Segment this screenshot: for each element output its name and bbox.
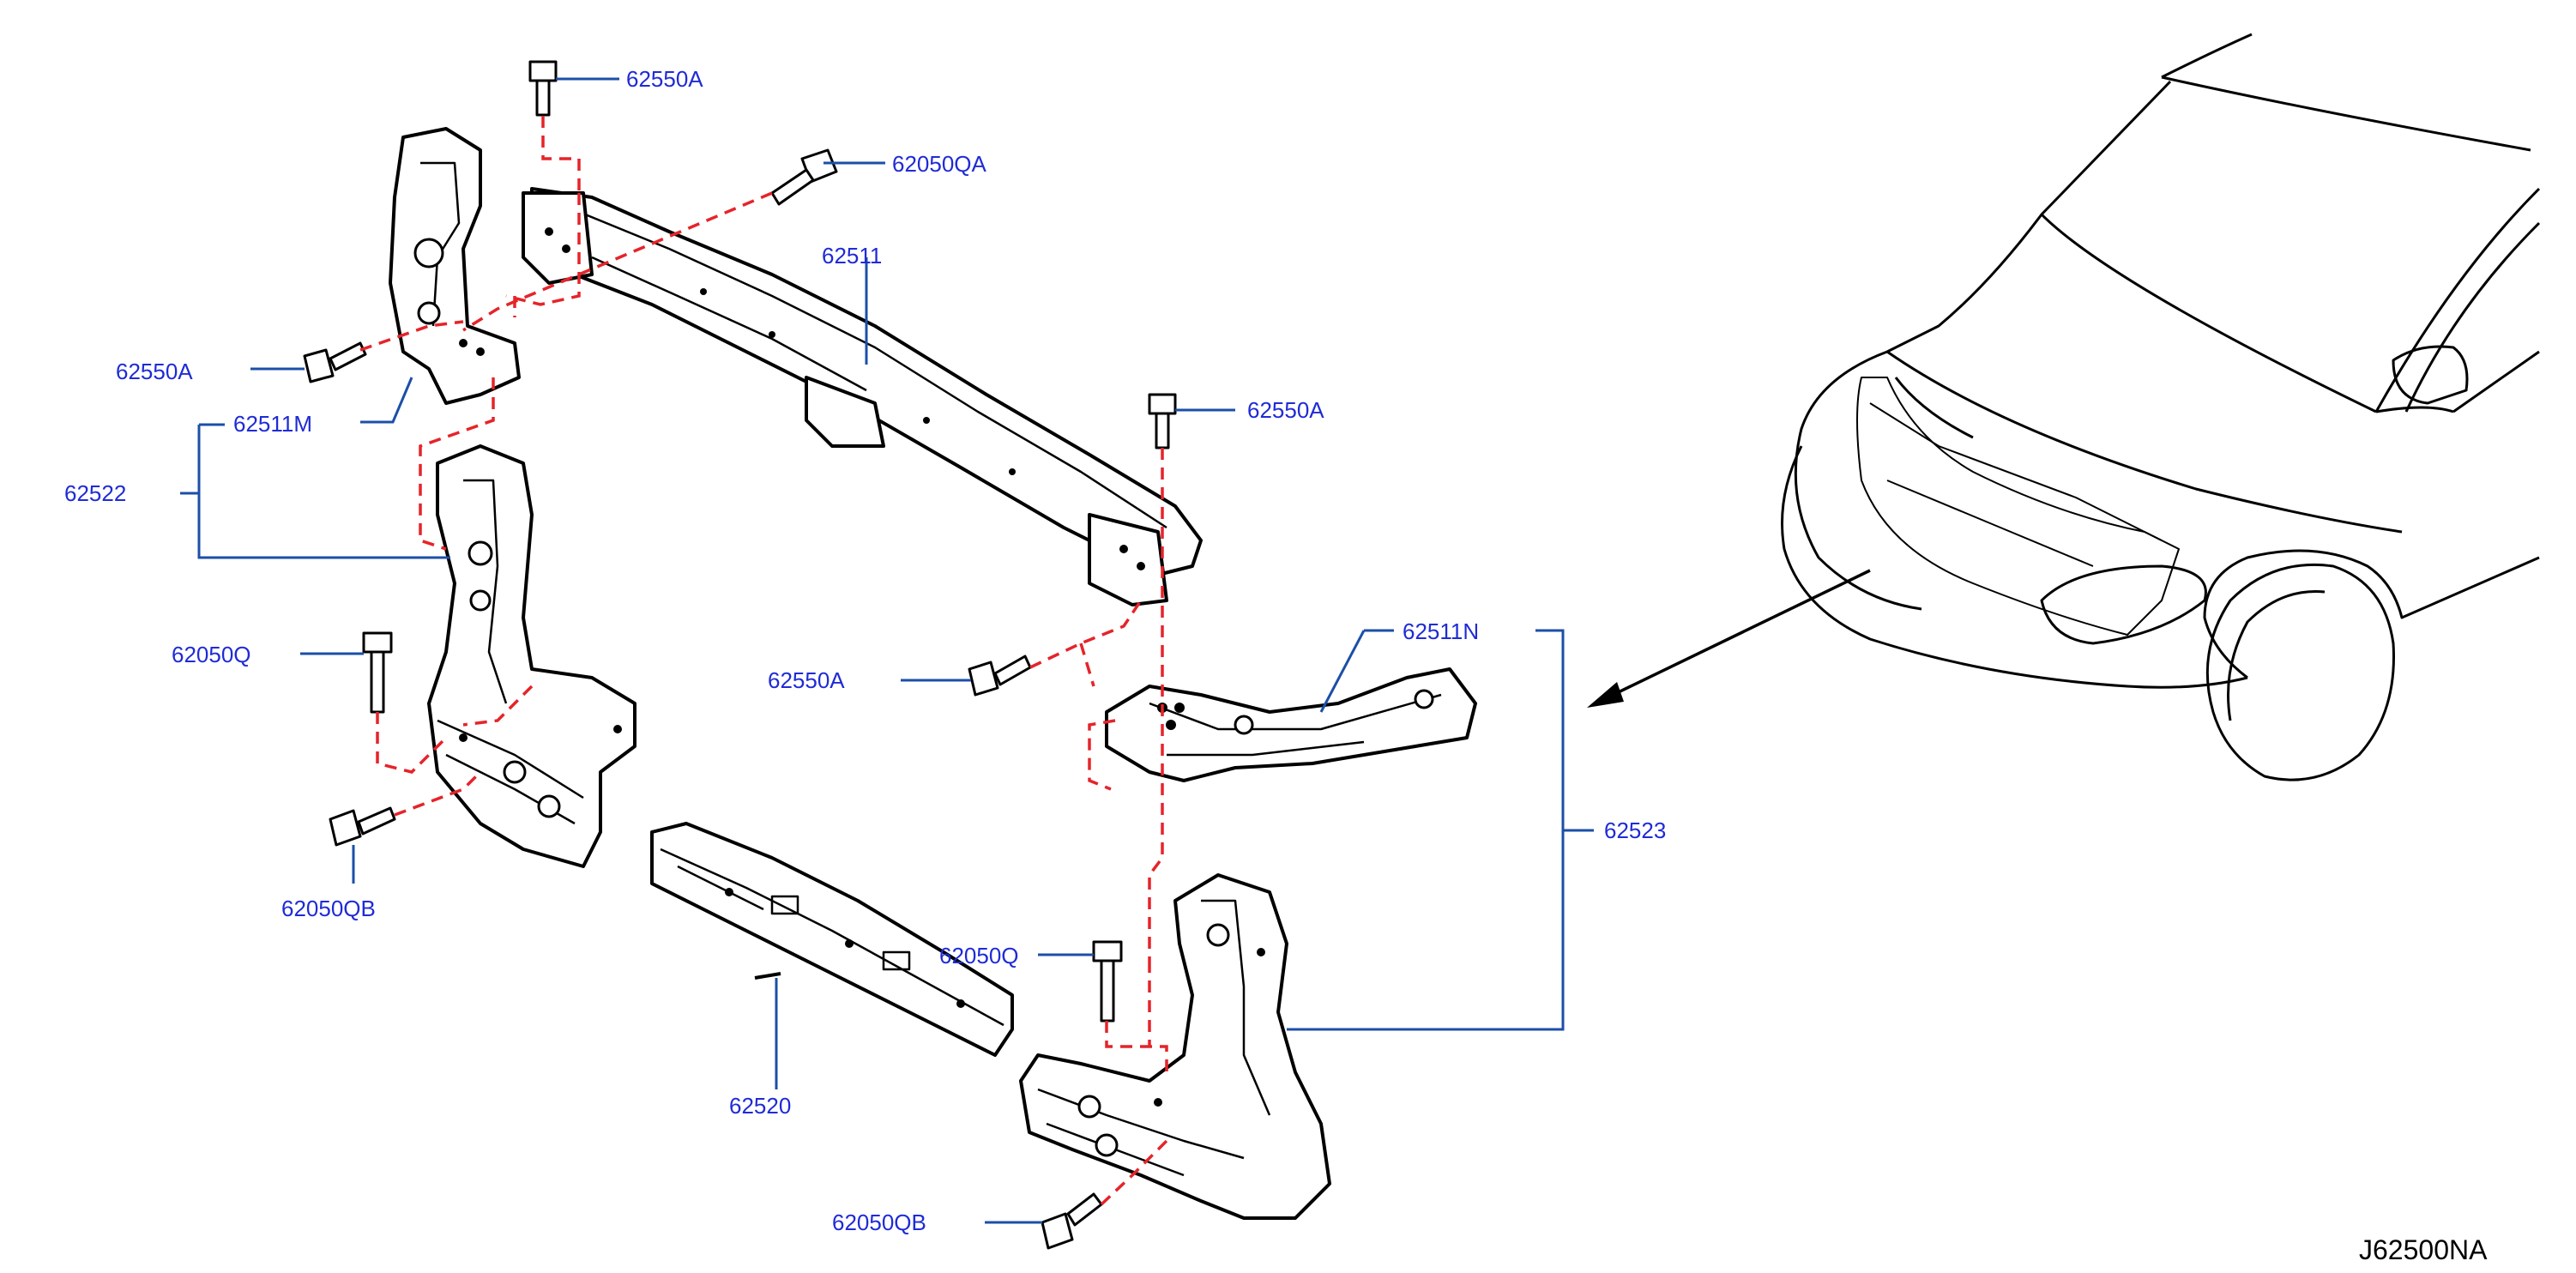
callout-62520: 62520 (729, 1093, 791, 1119)
callout-62522: 62522 (64, 480, 126, 506)
callout-62523: 62523 (1604, 817, 1666, 843)
callout-62550A-right-upper: 62550A (1247, 397, 1324, 423)
lower-support-62520 (650, 822, 1014, 1057)
leader-lines (180, 77, 1594, 1224)
vehicle-outline (1781, 33, 2541, 781)
callout-62511: 62511 (822, 243, 882, 268)
bolt-62550A-right-mid (968, 655, 1032, 697)
callout-62050Q-right: 62050Q (939, 943, 1019, 968)
left-assy-62522 (427, 444, 636, 868)
callout-62050QB-left: 62050QB (281, 896, 376, 921)
bolt-62550A-top (528, 60, 558, 117)
bolt-62050QB-right (1041, 1192, 1103, 1250)
right-assy-62523 (1019, 873, 1331, 1220)
callout-62050Q-left: 62050Q (172, 642, 251, 667)
callout-62550A-left: 62550A (116, 359, 193, 384)
assembly-guide-lines (359, 116, 1168, 1206)
bolt-62050QA (770, 148, 838, 206)
bolt-62050Q-right (1092, 940, 1123, 1023)
callout-62511N: 62511N (1403, 618, 1479, 644)
upper-support-62511 (522, 187, 1203, 606)
bolt-62550A-right-upper (1148, 393, 1177, 449)
callout-62050QA: 62050QA (892, 151, 987, 177)
bolt-62050QB-left (329, 806, 396, 847)
left-bracket-62511M (389, 127, 521, 405)
callout-62550A-top: 62550A (626, 66, 703, 92)
callout-62050QB-right: 62050QB (832, 1210, 926, 1235)
callout-62550A-right-mid: 62550A (768, 667, 845, 693)
assembly-arrow (1587, 569, 1871, 708)
diagram-code: J62500NA (2359, 1234, 2488, 1265)
bolt-62550A-left (303, 341, 367, 383)
bolt-62050Q-left (362, 631, 393, 714)
callout-62511M: 62511M (233, 411, 312, 437)
right-bracket-62511N (1105, 667, 1477, 782)
